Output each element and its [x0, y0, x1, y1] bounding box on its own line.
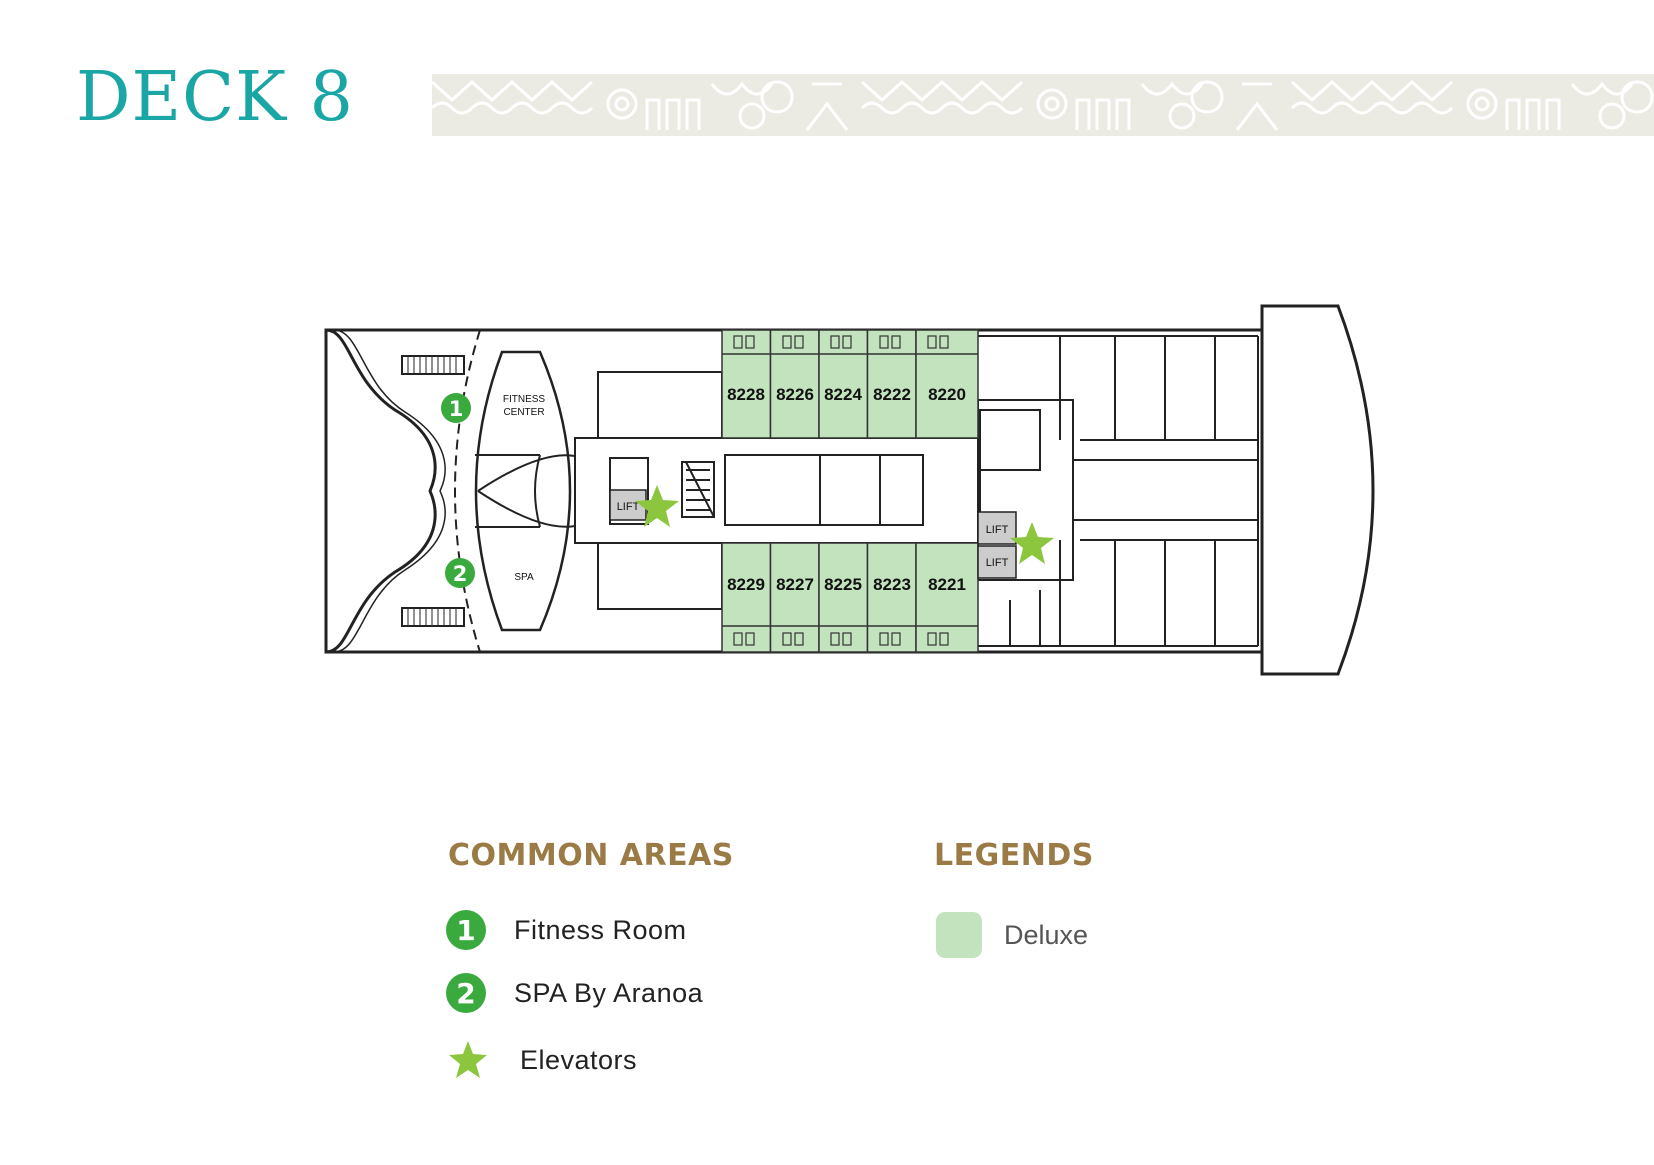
- legend-label: Deluxe: [1004, 919, 1089, 950]
- cabin-number: 8224: [824, 385, 862, 404]
- marker-2: 2: [445, 558, 475, 588]
- star-icon: [449, 1041, 487, 1078]
- cabin-number: 8225: [824, 575, 862, 594]
- cabin-8220: [915, 329, 979, 439]
- cabin-number: 8222: [873, 385, 911, 404]
- cabin-number: 8221: [928, 575, 966, 594]
- fitness-center-label: FITNESS: [503, 394, 546, 405]
- lift-label: LIFT: [986, 557, 1009, 569]
- cabin-number: 8226: [776, 385, 814, 404]
- cabin-number: 8220: [928, 385, 966, 404]
- svg-text:2: 2: [453, 562, 468, 586]
- fitness-center-label: CENTER: [503, 407, 544, 418]
- legend-label: Fitness Room: [514, 914, 687, 945]
- legend-item-elevators: Elevators: [448, 1040, 637, 1080]
- decorative-pattern-banner: [432, 74, 1654, 136]
- cabin-number: 8227: [776, 575, 814, 594]
- elevator-star-icon: [635, 485, 679, 527]
- page-title: DECK 8: [76, 58, 354, 137]
- legend-item-spa: 2 SPA By Aranoa: [446, 973, 703, 1013]
- marker-2-icon: 2: [446, 973, 486, 1013]
- marker-1: 1: [441, 393, 471, 423]
- legends-heading: LEGENDS: [934, 838, 1094, 873]
- cabin-number: 8229: [727, 575, 765, 594]
- lift-label: LIFT: [617, 501, 640, 513]
- marker-1-icon: 1: [446, 910, 486, 950]
- deluxe-swatch: [936, 912, 982, 958]
- elevator-star-icon: [1010, 522, 1054, 564]
- common-areas-heading: COMMON AREAS: [448, 838, 734, 873]
- cabin-number: 8223: [873, 575, 911, 594]
- lift-label: LIFT: [986, 524, 1009, 536]
- cabin-8221: [915, 542, 979, 653]
- spa-label: SPA: [514, 572, 534, 583]
- legend-item-deluxe: Deluxe: [936, 912, 1088, 958]
- legend-label: SPA By Aranoa: [514, 977, 704, 1008]
- svg-text:1: 1: [449, 397, 464, 421]
- cabin-number: 8228: [727, 385, 765, 404]
- legend-item-fitness-room: 1 Fitness Room: [446, 910, 687, 950]
- legend-label: Elevators: [520, 1044, 638, 1075]
